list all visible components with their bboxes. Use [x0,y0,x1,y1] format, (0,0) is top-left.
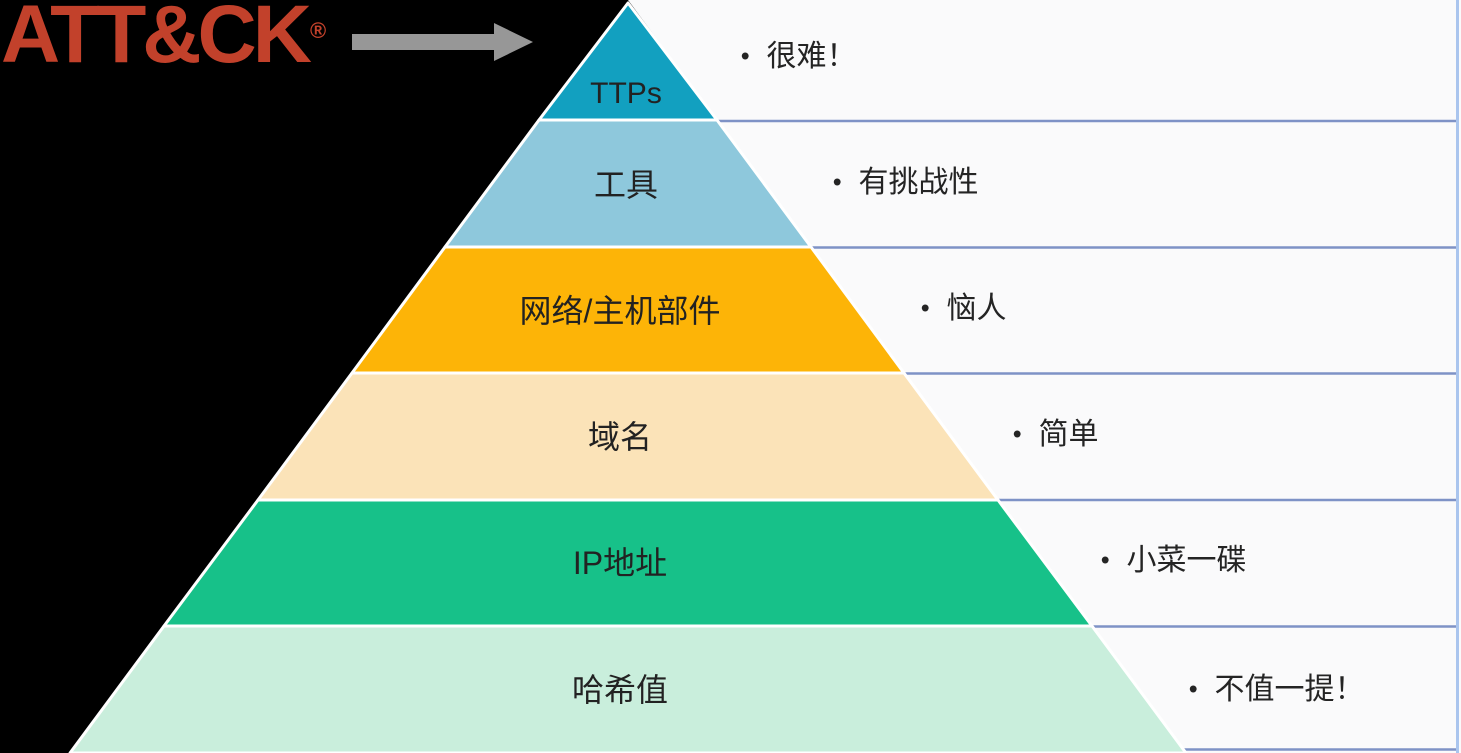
tier-label-ip-addresses: IP地址 [573,545,667,581]
right-panel-background [628,0,1461,753]
attack-logo: ATT&CK® [1,0,327,82]
tier-label-network-host-artifacts: 网络/主机部件 [520,293,721,329]
right-arrow-icon [352,23,533,61]
difficulty-row-domain-names: • 简单 [1012,416,1099,454]
registered-trademark-symbol: ® [309,17,327,43]
difficulty-text-domain-names: 简单 [1038,418,1099,451]
attack-logo-text: ATT&CK [1,0,312,80]
pyramid-tiers [68,1,1188,753]
difficulty-text-network-host-artifacts: 恼人 [946,292,1007,325]
tier-label-ttps: TTPs [590,77,662,110]
bullet-point: • [832,168,842,197]
difficulty-row-tools: • 有挑战性 [832,164,979,202]
bullet-point: • [1188,675,1198,704]
bullet-point: • [1012,420,1022,449]
tier-label-hash-values: 哈希值 [572,672,668,708]
pyramid-tier-labels: TTPs 工具 网络/主机部件 域名 IP地址 哈希值 [520,77,721,708]
tier-label-domain-names: 域名 [588,419,652,455]
difficulty-text-tools: 有挑战性 [858,166,979,199]
pyramid-tier-hash-values [68,624,1188,753]
bullet-point: • [1100,546,1110,575]
difficulty-text-ttps: 很难！ [766,40,857,73]
tier-label-tools: 工具 [594,167,658,203]
difficulty-row-ttps: • 很难！ [740,38,857,76]
difficulty-text-hash-values: 不值一提！ [1214,673,1365,706]
difficulty-text-ip-addresses: 小菜一碟 [1126,544,1247,577]
difficulty-row-hash-values: • 不值一提！ [1188,671,1365,709]
bullet-point: • [740,42,750,71]
tier-divider-lines [716,119,1458,751]
difficulty-row-network-host-artifacts: • 恼人 [920,290,1007,328]
bullet-point: • [920,294,930,323]
difficulty-row-ip-addresses: • 小菜一碟 [1100,542,1247,580]
